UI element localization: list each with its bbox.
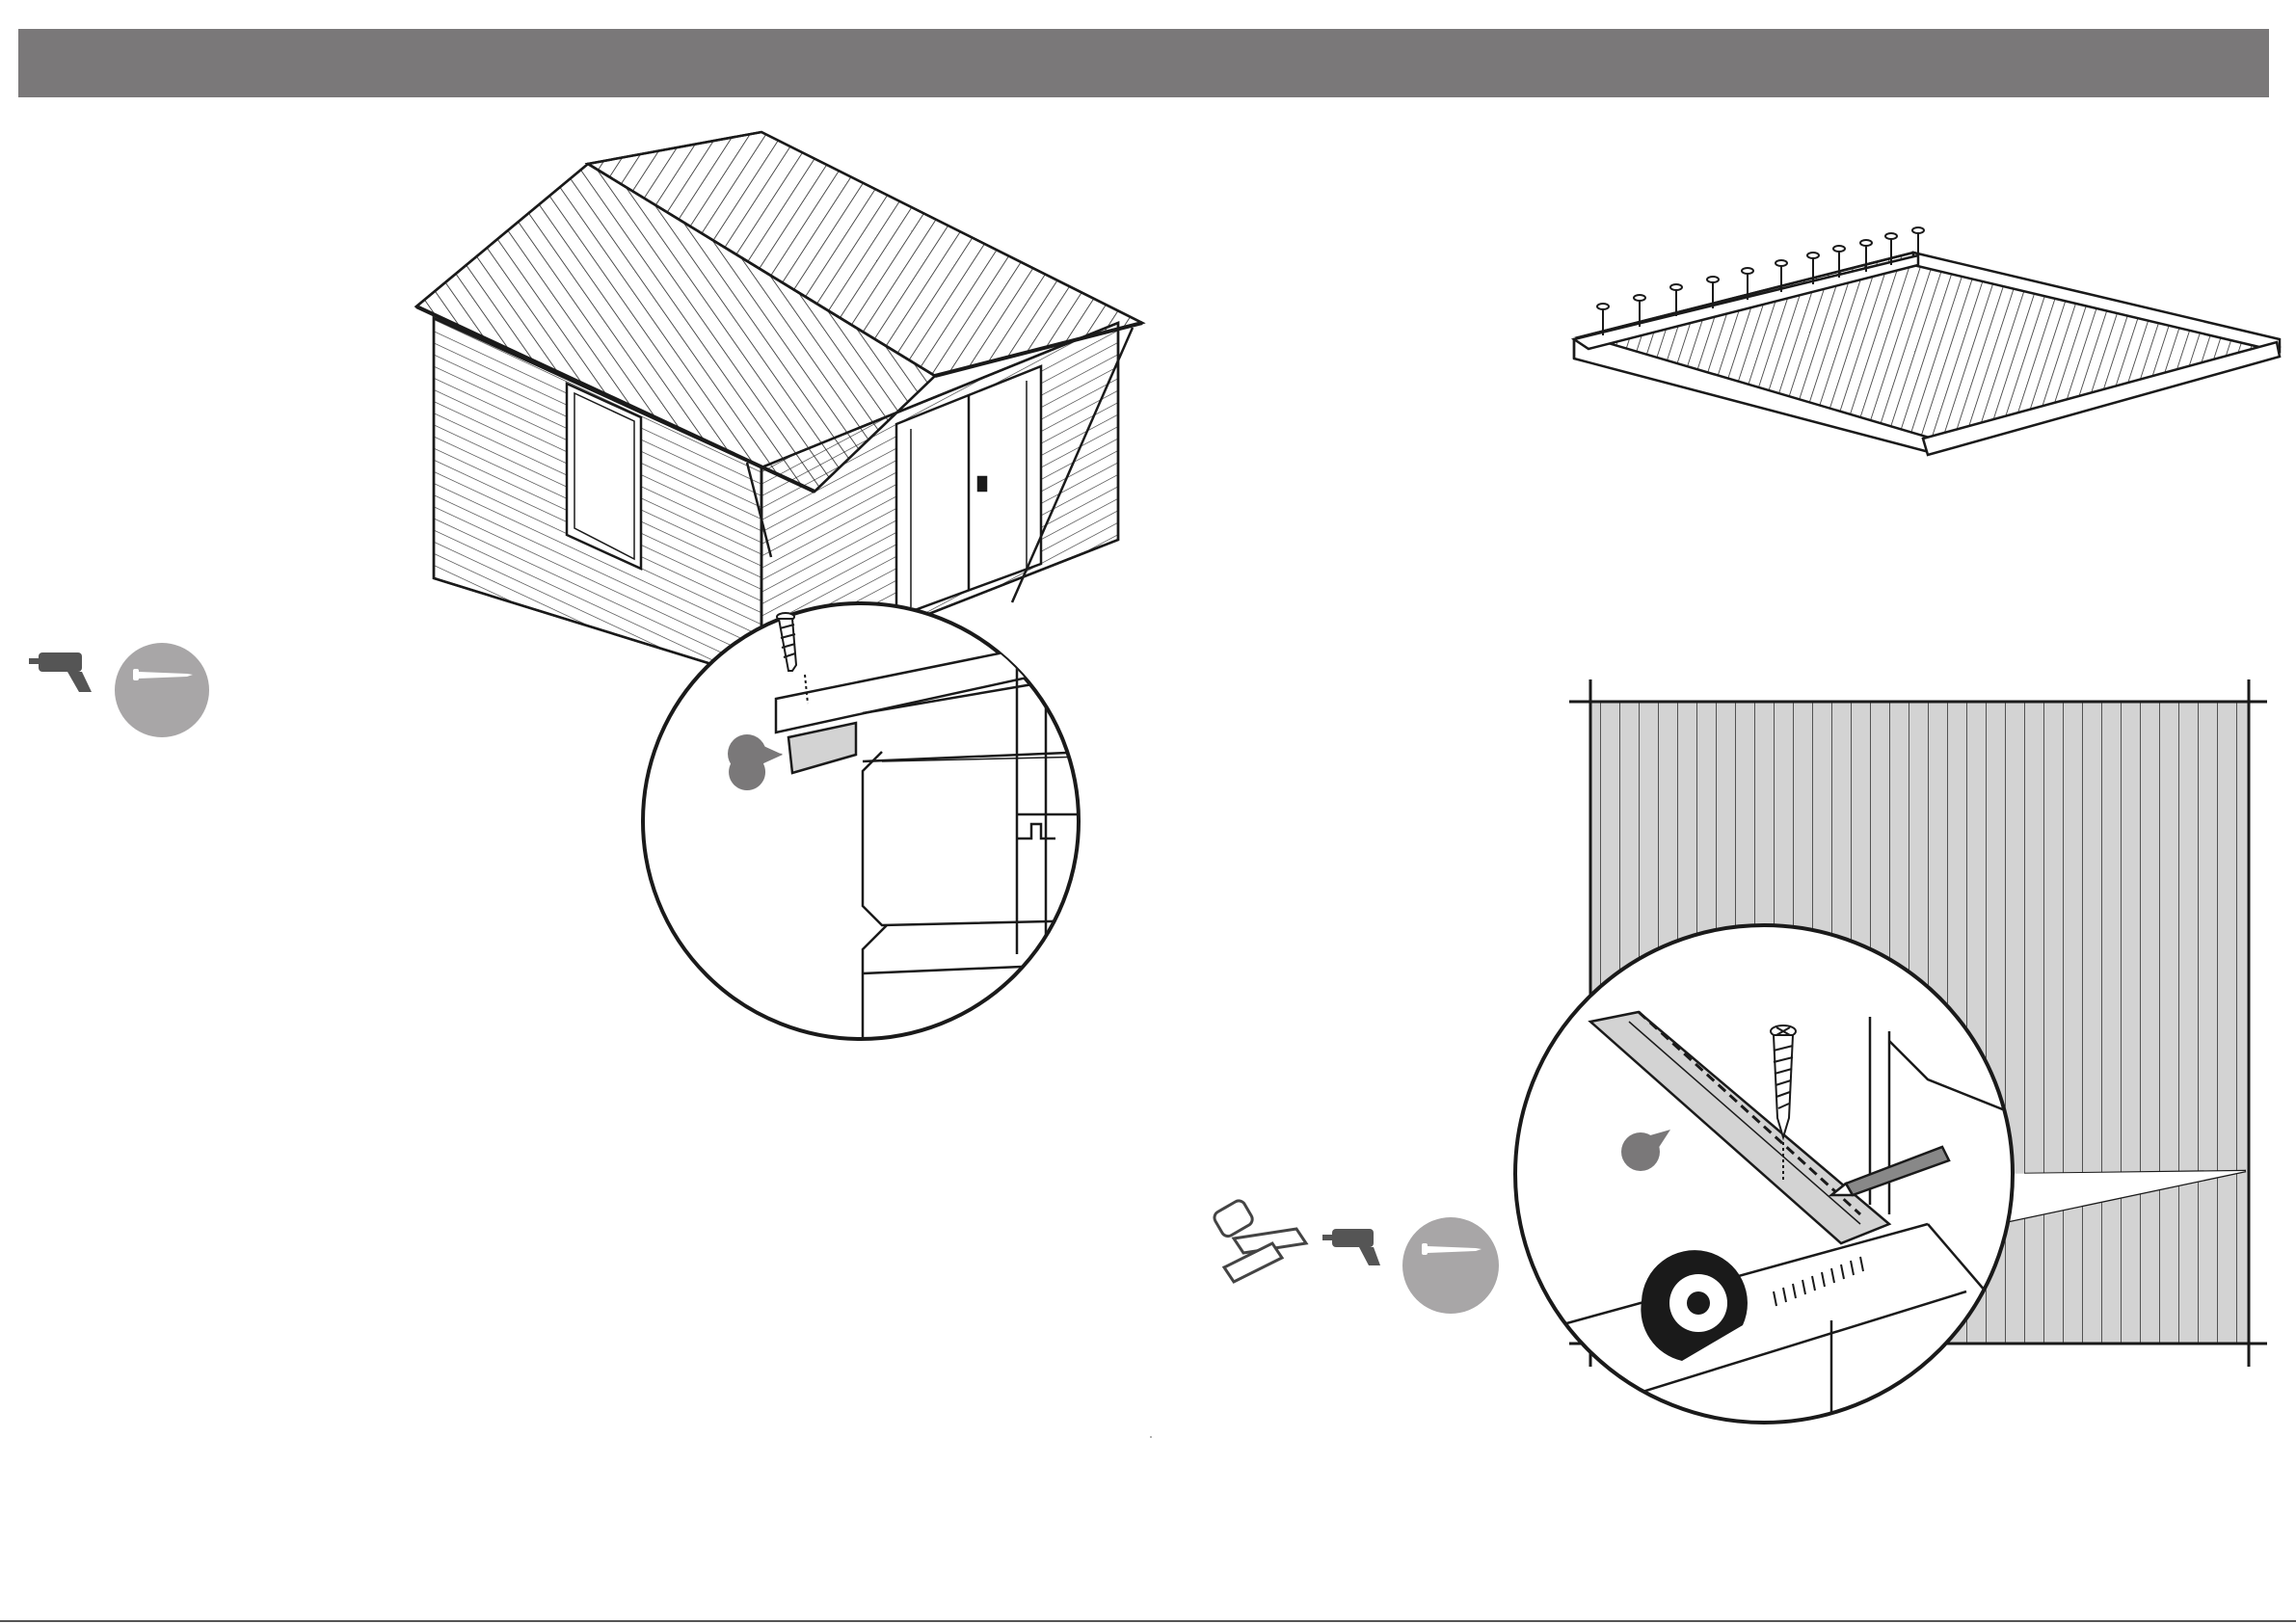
stray-dot: [1150, 1436, 1152, 1438]
floor-frame-illustration: [1574, 253, 2280, 455]
footer-line: [0, 1620, 2296, 1622]
screw-badge-icon: [1402, 1217, 1499, 1314]
power-drill-icon: [1322, 1229, 1380, 1265]
saw-icon: [1212, 1198, 1306, 1282]
